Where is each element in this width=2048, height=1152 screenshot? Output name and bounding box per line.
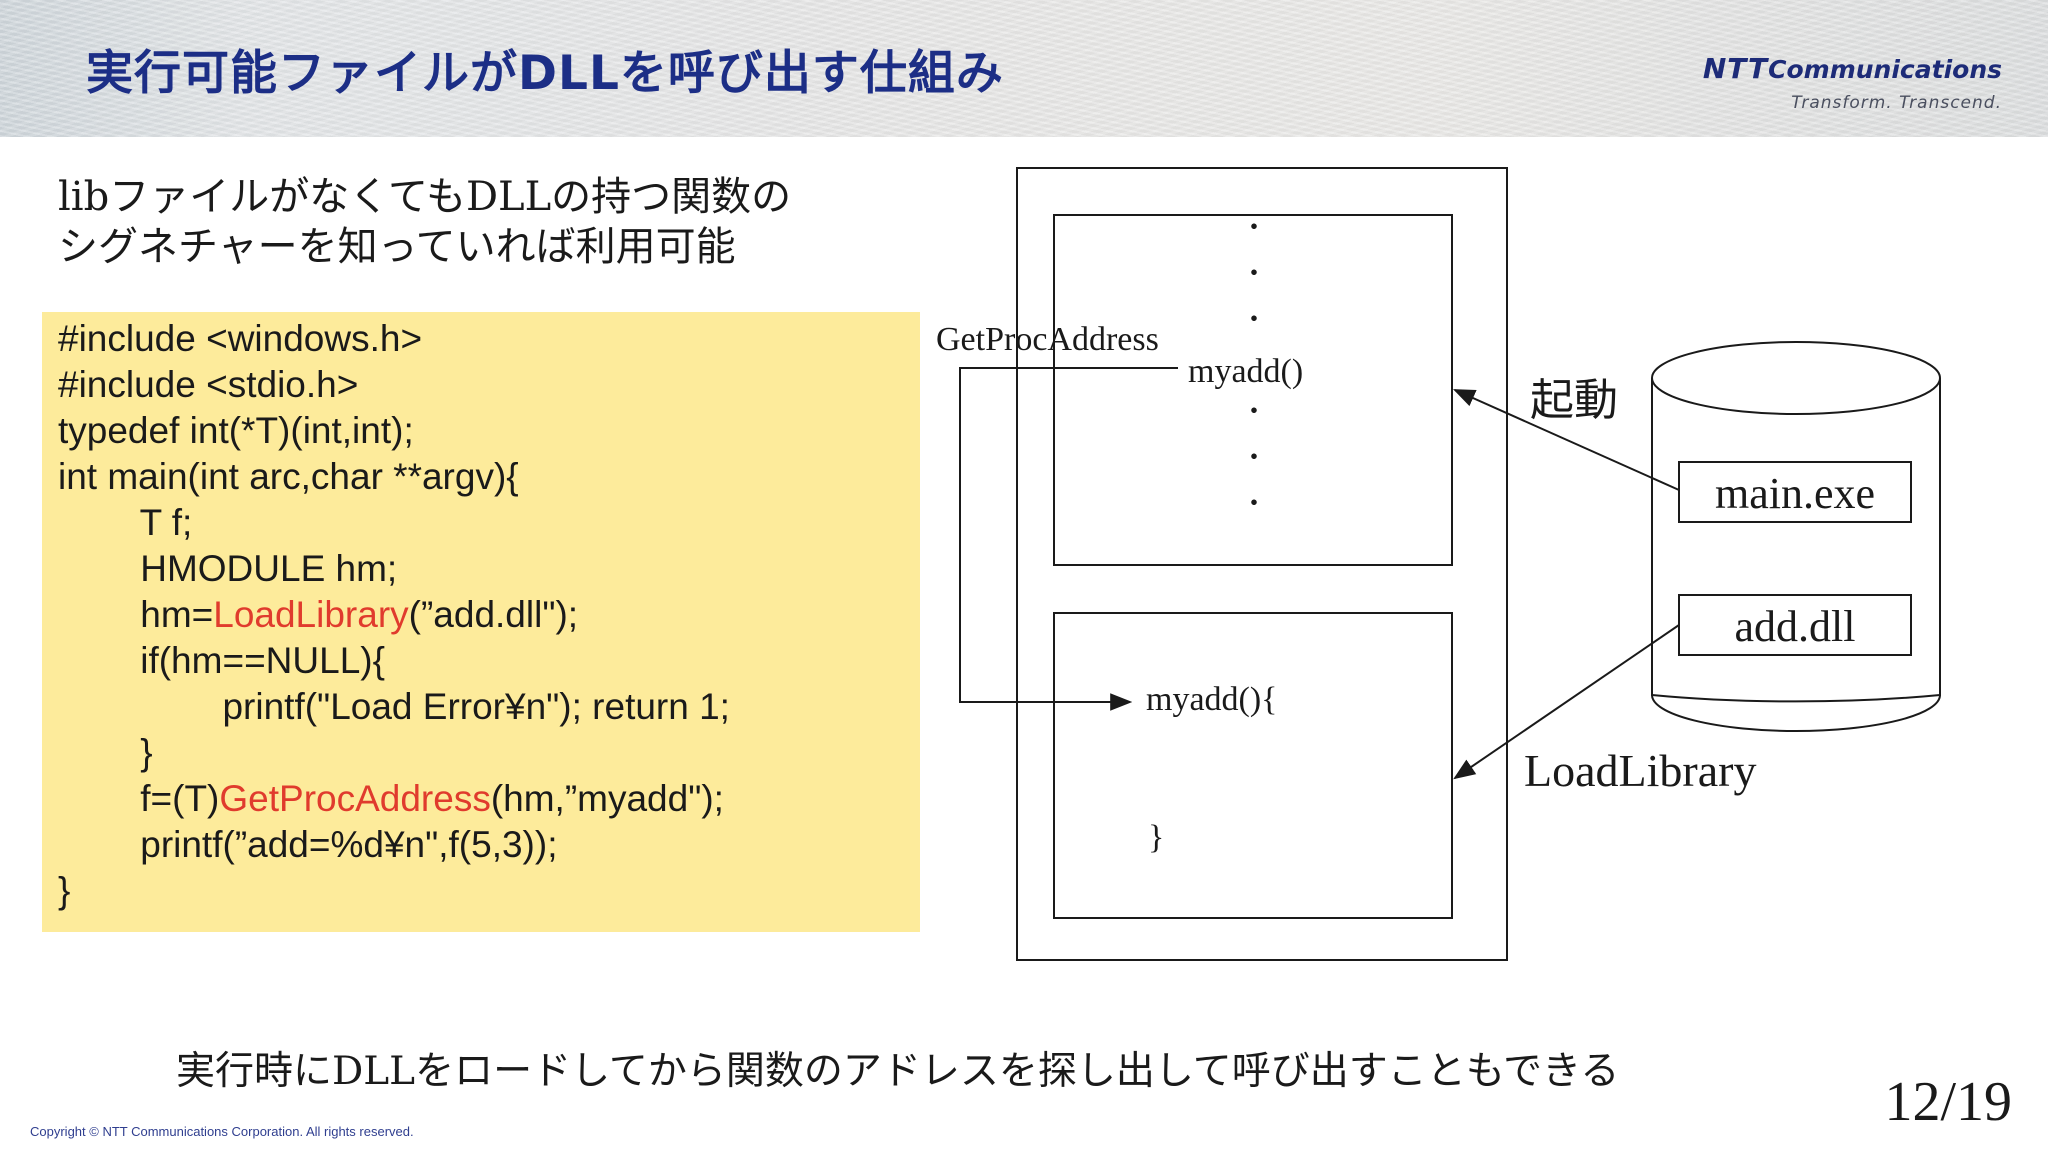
header-texture xyxy=(0,0,2048,137)
code-line: #include <windows.h> xyxy=(58,318,423,359)
logo-wordmark: NTTCommunications xyxy=(1703,52,2002,85)
slide-header: 実行可能ファイルがDLLを呼び出す仕組み NTTCommunications T… xyxy=(0,0,2048,137)
page-number: 12/19 xyxy=(1884,1071,2012,1133)
logo-ntt: NTT xyxy=(1702,52,1769,85)
ellipsis-dot: ・ xyxy=(1241,259,1267,289)
intro-text: libファイルがなくてもDLLの持つ関数の シグネチャーを知っていれば利用可能 xyxy=(58,172,918,272)
code-line: } xyxy=(58,732,153,773)
intro-line-2: シグネチャーを知っていれば利用可能 xyxy=(58,224,736,270)
code-line: HMODULE hm; xyxy=(58,548,398,589)
loadlibrary-label: LoadLibrary xyxy=(1524,745,1756,796)
code-line: printf("Load Error¥n"); return 1; xyxy=(58,686,730,727)
ellipsis-dot: ・ xyxy=(1241,443,1267,473)
bottom-caption: 実行時にDLLをロードしてから関数のアドレスを探し出して呼び出すこともできる xyxy=(176,1049,1620,1094)
copyright-notice: Copyright © NTT Communications Corporati… xyxy=(30,1124,414,1139)
exe-myadd-label: myadd() xyxy=(1188,353,1303,390)
ellipsis-dot: ・ xyxy=(1241,213,1267,243)
logo-communications: Communications xyxy=(1768,55,2002,84)
company-logo: NTTCommunications Transform. Transcend. xyxy=(1703,52,2002,113)
code-line: printf(”add=%d¥n",f(5,3)); xyxy=(58,824,558,865)
code-line: if(hm==NULL){ xyxy=(58,640,385,681)
main-exe-box xyxy=(1678,461,1912,523)
code-line: hm=LoadLibrary(”add.dll"); xyxy=(58,592,730,638)
code-highlight: GetProcAddress xyxy=(219,778,491,819)
code-text: hm= xyxy=(58,594,214,635)
ellipsis-dot: ・ xyxy=(1241,397,1267,427)
intro-line-1: libファイルがなくてもDLLの持つ関数の xyxy=(58,174,792,220)
add-dll-label: add.dll xyxy=(1735,602,1856,651)
dll-close-brace: } xyxy=(1148,819,1164,856)
dll-myadd-label: myadd(){ xyxy=(1146,681,1278,718)
launch-arrow xyxy=(1452,389,1680,491)
dll-module-box xyxy=(1053,612,1453,919)
main-exe-label: main.exe xyxy=(1715,469,1875,518)
slide-title: 実行可能ファイルがDLLを呼び出す仕組み xyxy=(86,46,1004,101)
logo-tagline: Transform. Transcend. xyxy=(1791,93,2002,113)
code-line: #include <stdio.h> xyxy=(58,364,359,405)
disk-cylinder xyxy=(1651,341,1941,732)
launch-label: 起動 xyxy=(1530,375,1618,426)
code-listing: #include <windows.h> #include <stdio.h> ty… xyxy=(58,316,730,914)
code-line: } xyxy=(58,870,71,911)
code-text: f=(T) xyxy=(58,778,220,819)
code-text: (hm,”myadd"); xyxy=(490,778,724,819)
ellipsis-dot: ・ xyxy=(1241,305,1267,335)
code-block: #include <windows.h> #include <stdio.h> ty… xyxy=(42,312,920,932)
exe-ellipsis: ・ ・ ・ ・ ・ ・ xyxy=(1241,213,1267,519)
getprocaddress-label: GetProcAddress xyxy=(936,321,1159,358)
process-memory-frame xyxy=(1016,167,1508,961)
code-line: int main(int arc,char **argv){ xyxy=(58,456,519,497)
loadlibrary-arrow xyxy=(1453,624,1680,780)
code-line: typedef int(*T)(int,int); xyxy=(58,410,414,451)
ellipsis-dot: ・ xyxy=(1241,489,1267,519)
code-highlight: LoadLibrary xyxy=(213,594,409,635)
exe-module-box xyxy=(1053,214,1453,566)
getprocaddress-arrow xyxy=(959,367,1178,711)
code-line: T f; xyxy=(58,502,193,543)
code-text: (”add.dll"); xyxy=(408,594,579,635)
code-line: f=(T)GetProcAddress(hm,”myadd"); xyxy=(58,776,730,822)
